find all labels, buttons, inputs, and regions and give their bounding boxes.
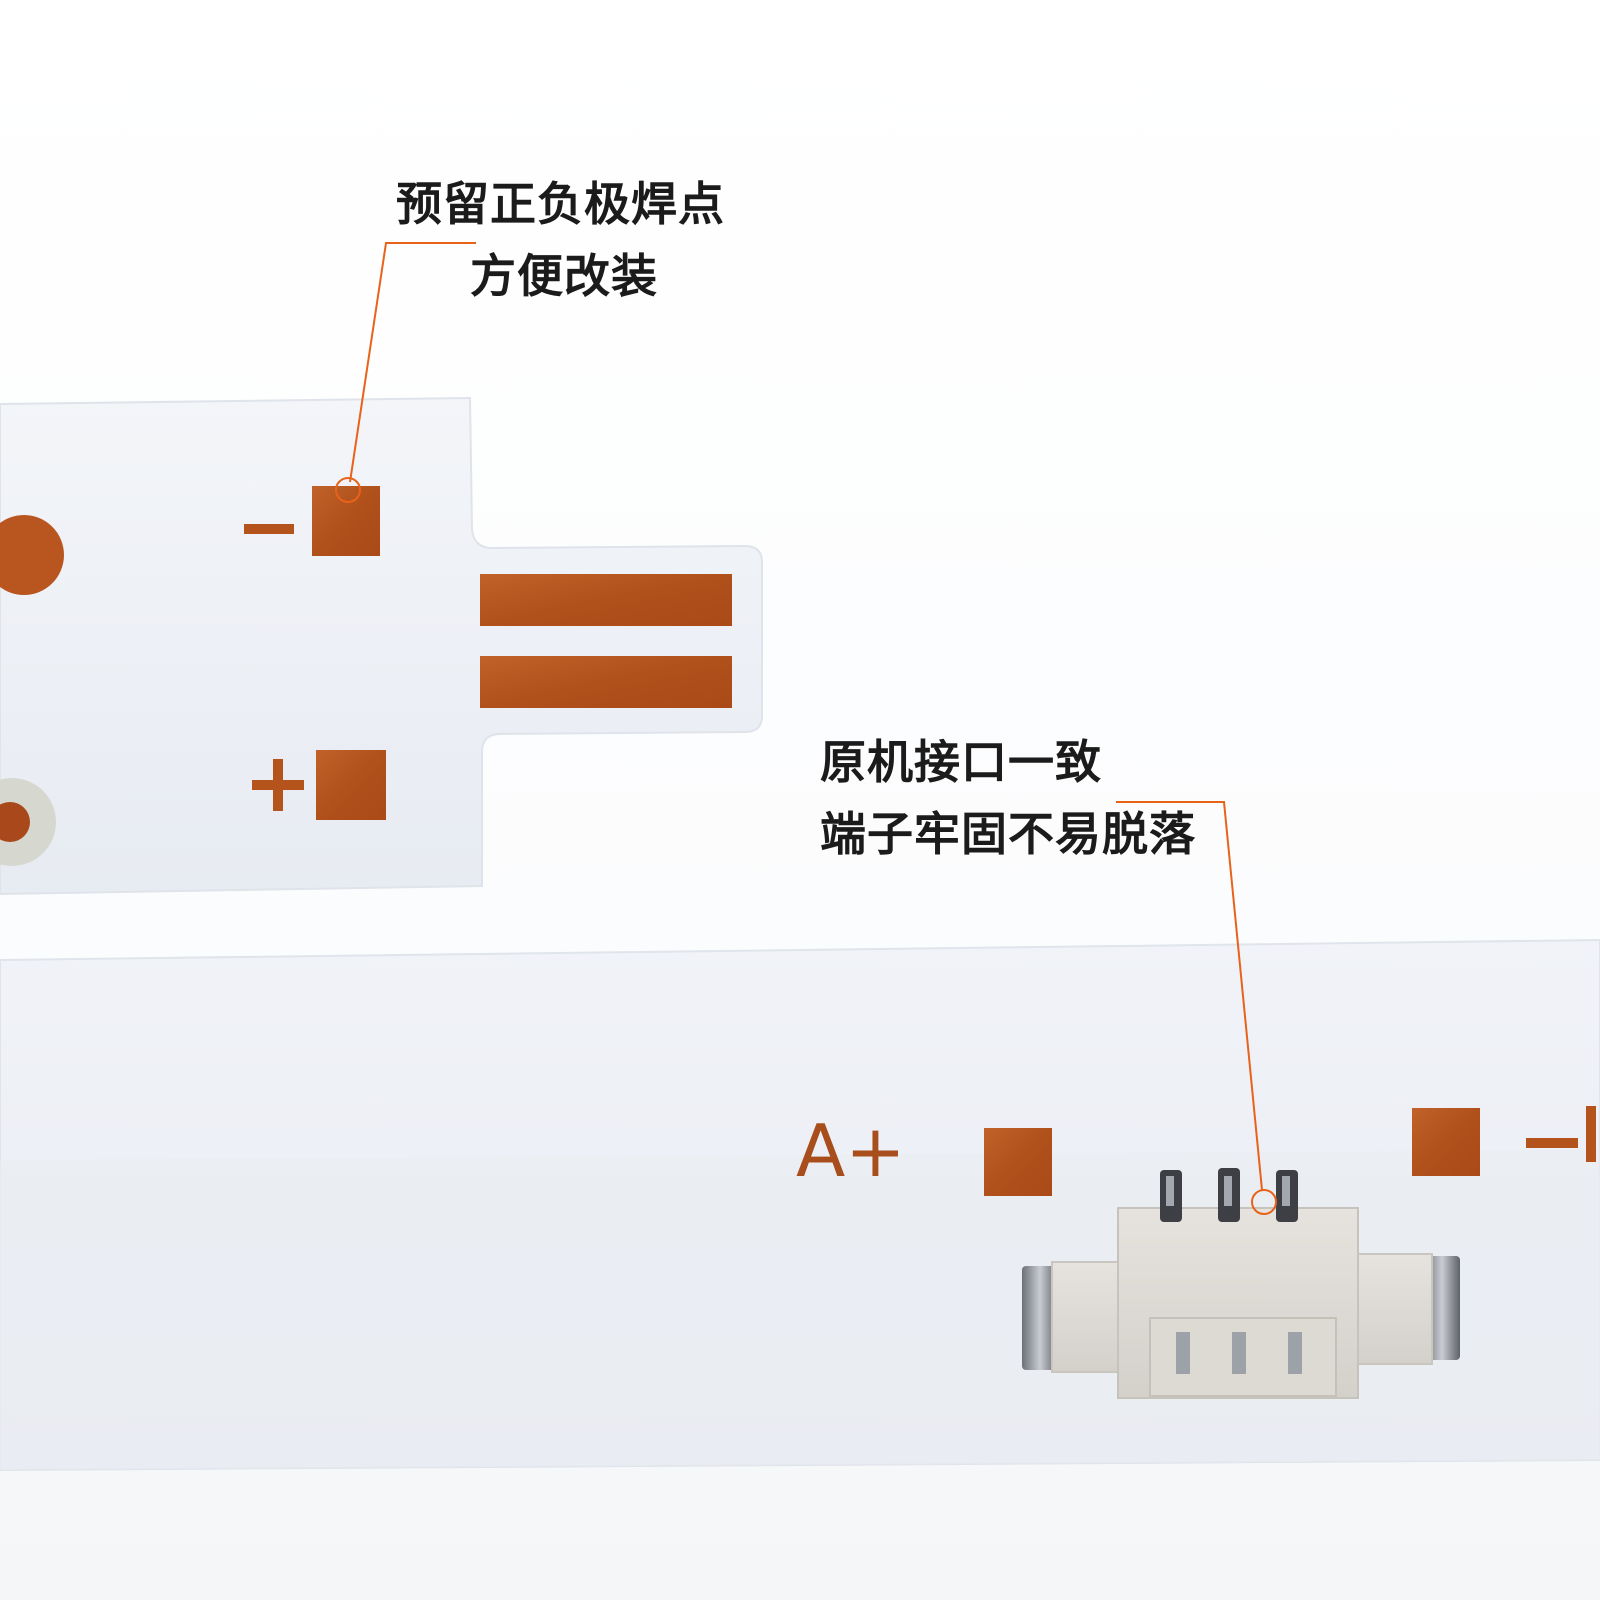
callout-top-line1: 预留正负极焊点 xyxy=(396,177,725,231)
leader-marker-top xyxy=(335,477,361,503)
callout-bottom-line2: 端子牢固不易脱落 xyxy=(820,807,1196,861)
lower-negative-solder-pad xyxy=(1412,1108,1480,1176)
mounting-hole-lower xyxy=(0,802,30,842)
mounting-hole-upper xyxy=(0,515,64,595)
callout-bottom-line1: 原机接口一致 xyxy=(820,735,1102,789)
leader-marker-bottom xyxy=(1251,1189,1277,1215)
lower-positive-solder-pad xyxy=(984,1128,1052,1196)
upper-negative-solder-pad xyxy=(312,486,380,556)
callout-solder-points: 预留正负极焊点 方便改装 xyxy=(396,168,725,312)
gold-finger-1 xyxy=(480,574,732,626)
leader-line-top xyxy=(349,242,476,483)
lower-label-partial xyxy=(1586,1106,1596,1162)
lower-minus-sign xyxy=(1526,1138,1578,1148)
callout-top-line2: 方便改装 xyxy=(470,249,658,303)
label-a-plus: A+ xyxy=(796,1109,906,1193)
callout-connector: 原机接口一致 端子牢固不易脱落 xyxy=(820,726,1196,870)
upper-positive-solder-pad xyxy=(316,750,386,820)
leader-line-bottom xyxy=(1116,801,1263,1191)
upper-minus-sign xyxy=(244,524,294,534)
upper-plus-sign-v xyxy=(273,759,283,811)
upper-pcb-board xyxy=(0,396,763,896)
gold-finger-2 xyxy=(480,656,732,708)
wire-to-board-connector xyxy=(1022,1168,1460,1399)
